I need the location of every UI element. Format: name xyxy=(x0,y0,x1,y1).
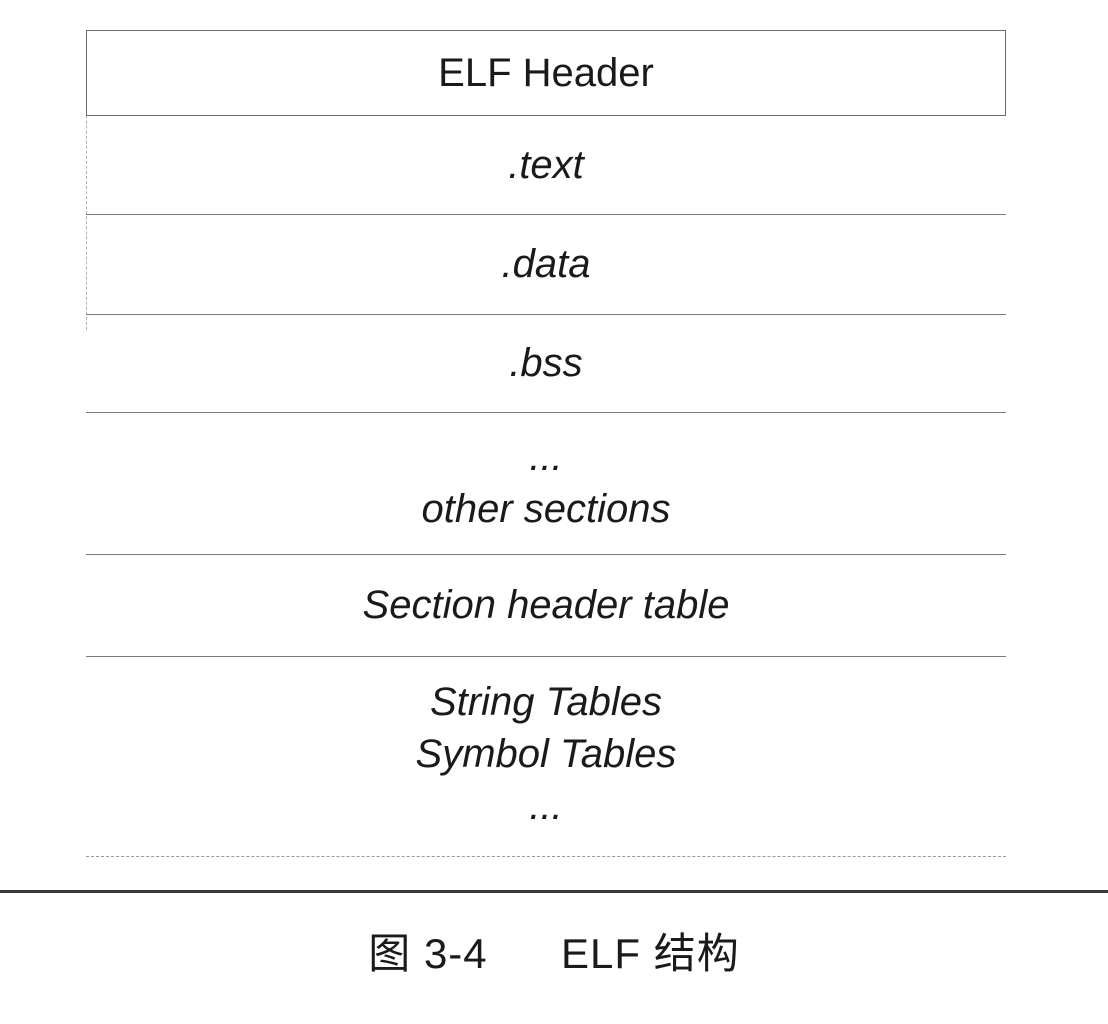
section-label: .bss xyxy=(509,341,583,385)
section-divider xyxy=(86,554,1006,555)
caption-rule xyxy=(0,890,1108,893)
section-label: ... xyxy=(529,784,563,828)
section-elf-header: ELF Header xyxy=(86,30,1006,116)
section-text: .text xyxy=(86,116,1006,214)
section-tables: String Tables Symbol Tables ... xyxy=(86,656,1006,852)
section-label: String Tables xyxy=(430,680,662,724)
section-label: ... xyxy=(529,435,563,479)
section-label: Section header table xyxy=(362,583,730,627)
section-data: .data xyxy=(86,214,1006,314)
section-divider xyxy=(86,314,1006,315)
elf-structure-diagram: ELF Header .text .data .bss ... other se… xyxy=(86,30,1006,860)
section-divider xyxy=(86,412,1006,413)
section-label: Symbol Tables xyxy=(415,732,677,776)
section-label: ELF Header xyxy=(438,51,654,95)
section-divider xyxy=(86,214,1006,215)
section-bottom-divider xyxy=(86,856,1006,857)
section-label: .data xyxy=(501,242,591,286)
figure-label: 图 3-4 xyxy=(368,930,488,977)
section-divider xyxy=(86,656,1006,657)
section-label: other sections xyxy=(421,487,671,531)
section-header-table: Section header table xyxy=(86,554,1006,656)
diagram-left-edge xyxy=(86,30,87,330)
section-bss: .bss xyxy=(86,314,1006,412)
figure-caption: 图 3-4 ELF 结构 xyxy=(0,920,1108,981)
section-label: .text xyxy=(508,143,584,187)
section-other: ... other sections xyxy=(86,412,1006,554)
figure-title: ELF 结构 xyxy=(561,930,740,977)
